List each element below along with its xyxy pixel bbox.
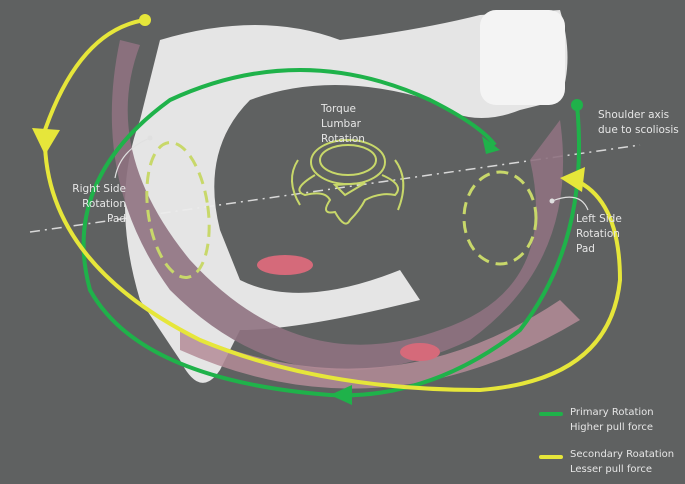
secondary-arrowhead-left — [32, 128, 60, 155]
primary-arrowhead-top — [482, 136, 500, 154]
legend-swatch-primary — [539, 412, 563, 416]
legend-swatch-secondary — [539, 455, 563, 459]
right-pad-line-3: Pad — [107, 213, 126, 225]
primary-rotation-arrow — [81, 68, 581, 398]
left-pad-leader — [551, 196, 589, 211]
torque-line-3: Rotation — [321, 133, 365, 145]
legend-item-secondary: Secondary Roatation Lesser pull force — [570, 447, 674, 477]
right-pad-label: Right Side Rotation Pad — [70, 182, 126, 227]
right-pad-leader — [114, 137, 151, 179]
torque-line-2: Lumbar — [321, 118, 361, 130]
shoulder-line-1: Shoulder axis — [598, 109, 670, 121]
legend-secondary-line-2: Lesser pull force — [570, 464, 653, 475]
shoulder-line-2: due to scoliosis — [598, 124, 679, 136]
torque-label: Torque Lumbar Rotation — [321, 102, 365, 147]
right-pad-line-1: Right Side — [72, 183, 126, 195]
primary-arrowhead-bottom — [330, 385, 352, 405]
right-rotation-pad-outline — [145, 141, 211, 279]
left-pad-line-3: Pad — [576, 243, 595, 255]
secondary-start-dot — [139, 14, 151, 26]
right-pad-line-2: Rotation — [82, 198, 126, 210]
legend-item-primary: Primary Rotation Higher pull force — [570, 405, 654, 435]
legend-primary-line-1: Primary Rotation — [570, 407, 654, 418]
left-pad-line-1: Left Side — [576, 213, 622, 225]
legend-primary-line-2: Higher pull force — [570, 422, 654, 433]
vertebra-icon — [291, 139, 405, 225]
left-pad-label: Left Side Rotation Pad — [576, 212, 622, 257]
inner-pad — [257, 255, 313, 275]
primary-start-dot — [571, 99, 583, 111]
legend-secondary-line-1: Secondary Roatation — [570, 449, 675, 460]
shoulder-pad — [480, 10, 565, 105]
brace-shell — [125, 10, 568, 383]
torque-line-1: Torque — [321, 103, 356, 115]
left-pad-line-2: Rotation — [576, 228, 620, 240]
secondary-arrowhead-right — [560, 167, 585, 192]
shoulder-axis-label: Shoulder axis due to scoliosis — [598, 108, 679, 138]
lower-pad — [400, 343, 440, 361]
left-rotation-pad-outline — [462, 170, 538, 266]
